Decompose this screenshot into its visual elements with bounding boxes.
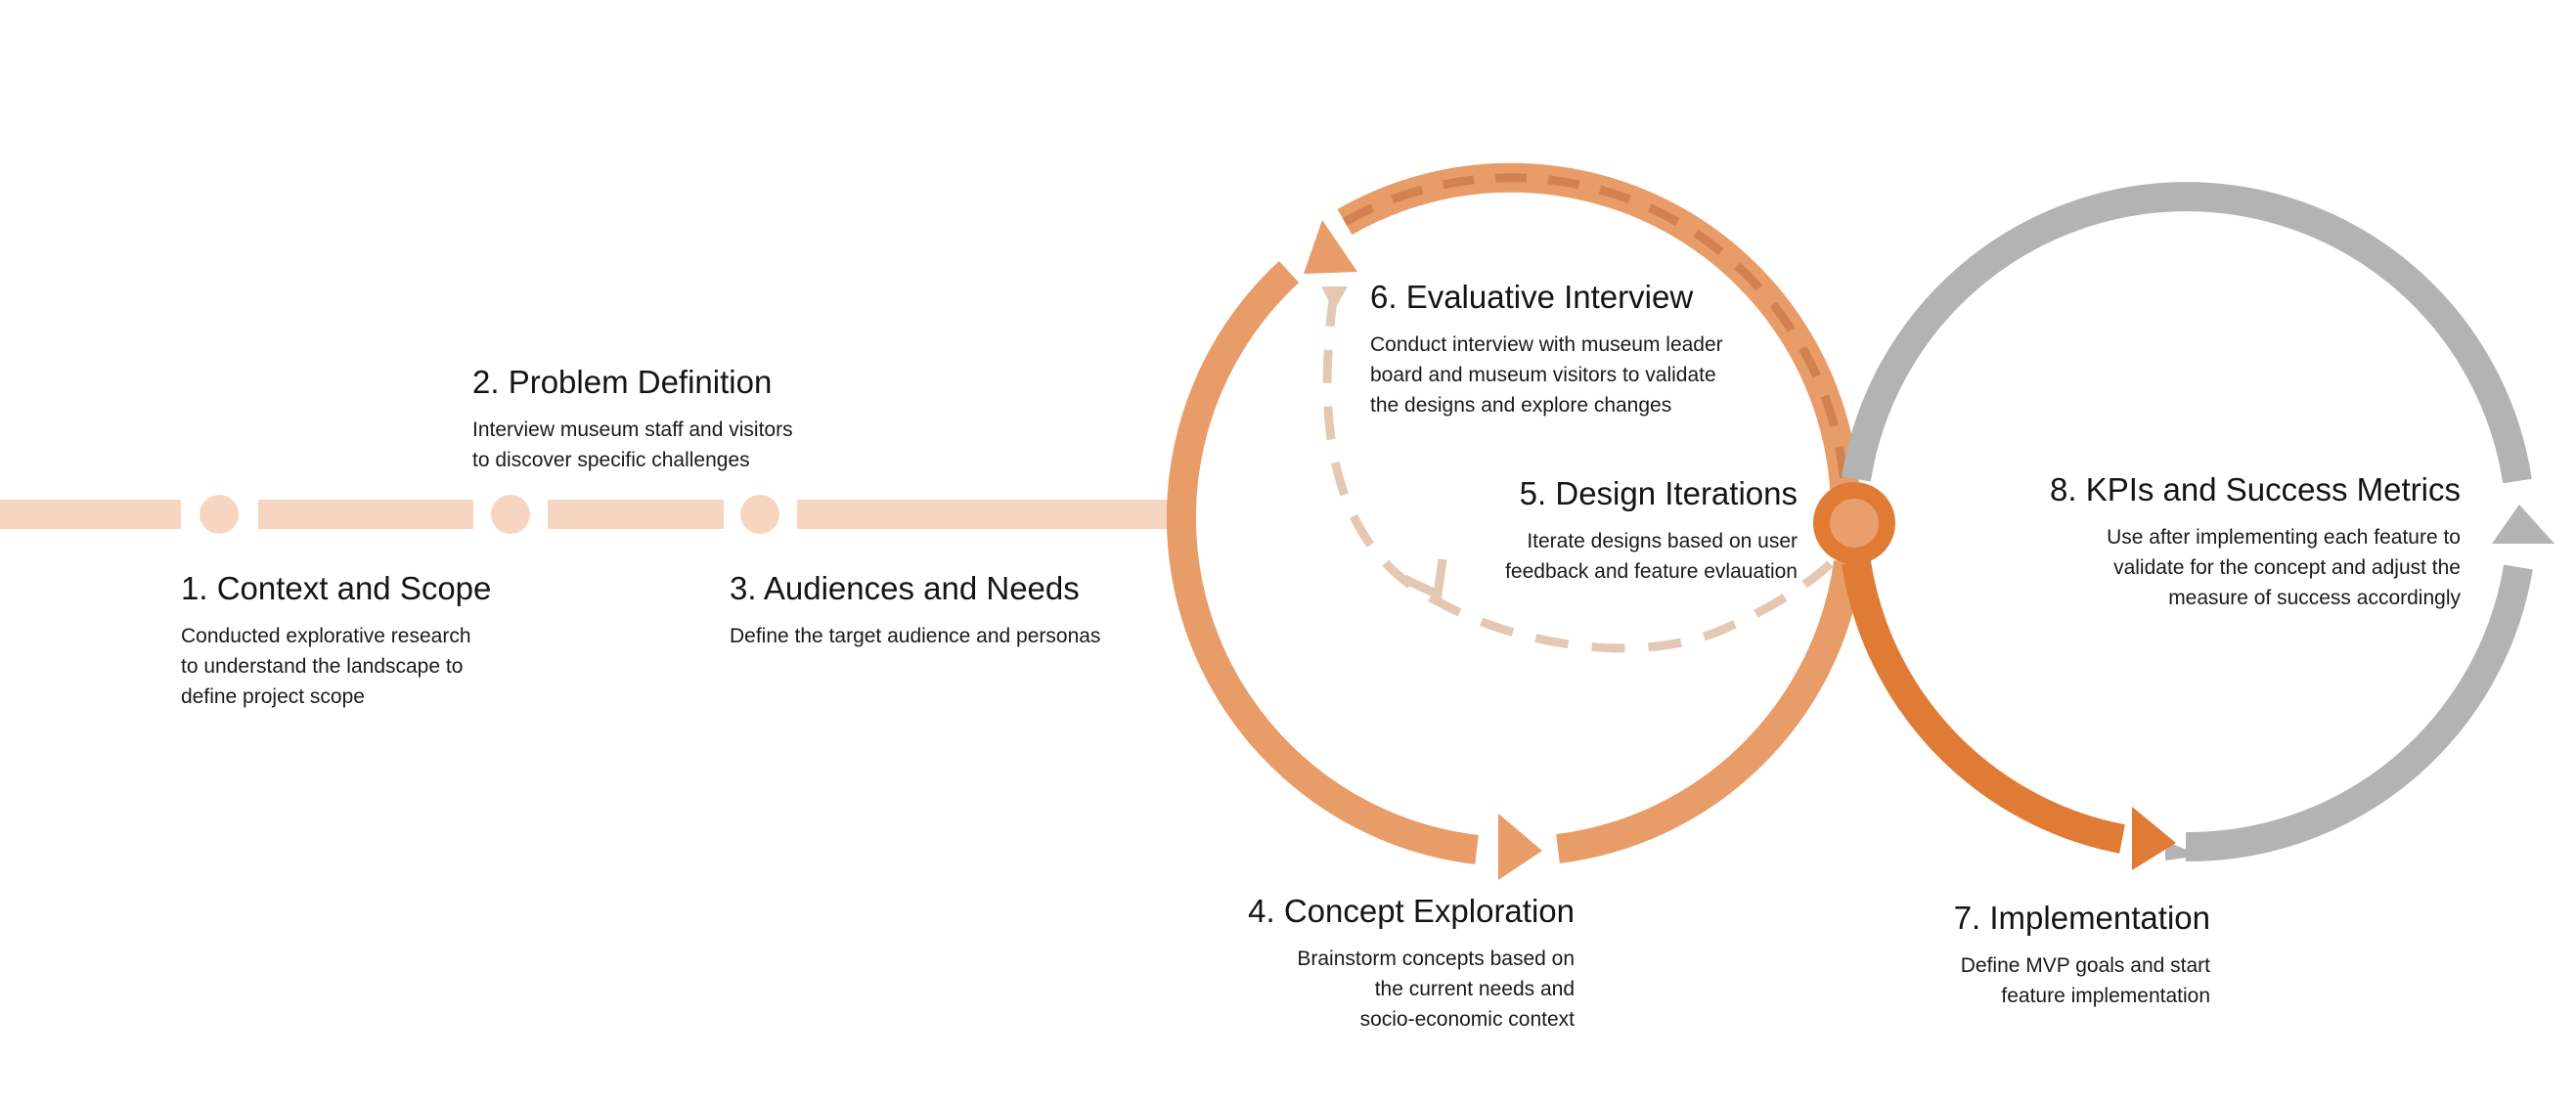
step-title: 4. Concept Exploration — [1248, 893, 1575, 929]
kpi-arrow-bottom-icon — [2165, 841, 2200, 860]
hub — [1813, 482, 1895, 564]
iteration-arc-dashed — [1322, 292, 1843, 653]
step-description: Use after implementing each feature to v… — [2107, 526, 2461, 609]
timeline-segment — [548, 500, 724, 529]
step-title: 1. Context and Scope — [181, 570, 492, 606]
loop-arc-left — [1167, 260, 1479, 864]
implementation-path — [1842, 559, 2176, 870]
iteration-arrow-icon — [1402, 558, 1447, 601]
step-description: Brainstorm concepts based on the current… — [1297, 948, 1575, 1031]
loop-arc-upper-dashed — [1342, 173, 1850, 505]
hub-inner — [1830, 499, 1879, 548]
loop-arrow-bottom-icon — [1498, 814, 1542, 880]
step-title: 3. Audiences and Needs — [730, 570, 1080, 606]
milestone-dot-2 — [491, 495, 530, 534]
step-problem-definition: 2. Problem Definition Interview museum s… — [472, 364, 793, 475]
step-title: 5. Design Iterations — [1519, 475, 1798, 511]
iteration-arrow-top-icon — [1321, 287, 1348, 311]
implementation-arrow-icon — [2132, 807, 2176, 870]
kpi-loop — [1842, 182, 2554, 862]
loop-arc-bottom — [1556, 559, 1863, 863]
step-description: Interview museum staff and visitors to d… — [472, 419, 793, 471]
step-evaluative-interview: 6. Evaluative Interview Conduct intervie… — [1370, 279, 1723, 420]
step-description: Iterate designs based on user feedback a… — [1505, 530, 1798, 583]
milestone-dot-1 — [200, 495, 239, 534]
step-audiences-and-needs: 3. Audiences and Needs Define the target… — [730, 570, 1100, 651]
step-kpis-and-success-metrics: 8. KPIs and Success Metrics Use after im… — [2050, 471, 2461, 613]
step-title: 8. KPIs and Success Metrics — [2050, 471, 2461, 507]
timeline-segment — [0, 500, 181, 529]
kpi-arrow-right-icon — [2492, 505, 2554, 544]
step-description: Conduct interview with museum leader boa… — [1370, 333, 1723, 417]
kpi-arc-lower — [2185, 564, 2533, 862]
step-concept-exploration: 4. Concept Exploration Brainstorm concep… — [1248, 893, 1575, 1035]
implementation-arc — [1842, 559, 2125, 854]
step-title: 2. Problem Definition — [472, 364, 773, 400]
step-implementation: 7. Implementation Define MVP goals and s… — [1954, 900, 2210, 1011]
step-description: Define MVP goals and start feature imple… — [1960, 954, 2210, 1007]
timeline-segment — [258, 500, 473, 529]
design-loop — [1167, 162, 1863, 880]
step-title: 7. Implementation — [1953, 900, 2210, 936]
kpi-arc-upper — [1842, 182, 2532, 484]
loop-arrow-top-icon — [1304, 220, 1357, 274]
step-description: Define the target audience and personas — [730, 625, 1101, 647]
iteration-loop — [1321, 287, 1843, 653]
timeline-segment — [797, 500, 1181, 529]
step-title: 6. Evaluative Interview — [1370, 279, 1694, 315]
step-context-and-scope: 1. Context and Scope Conducted explorati… — [181, 570, 491, 712]
step-design-iterations: 5. Design Iterations Iterate designs bas… — [1505, 475, 1798, 587]
step-description: Conducted explorative research to unders… — [181, 625, 471, 708]
milestone-dot-3 — [740, 495, 779, 534]
timeline — [0, 495, 1181, 534]
